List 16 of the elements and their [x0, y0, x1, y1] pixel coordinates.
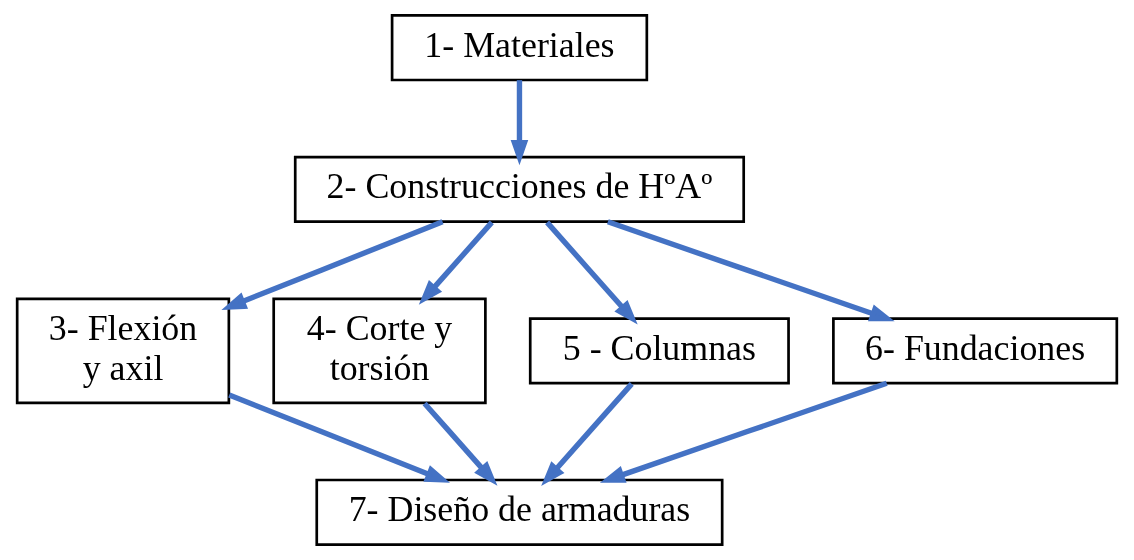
node-box: 2- Construcciones de HºAº: [293, 155, 746, 224]
arrow: [422, 401, 498, 486]
arrow: [599, 380, 888, 483]
node-box: 5 - Columnas: [528, 317, 790, 385]
node-box: 1- Materiales: [390, 14, 649, 82]
node-box: 3- Flexión y axil: [15, 297, 231, 405]
arrow: [418, 220, 494, 305]
arrow: [510, 80, 529, 166]
node-box: 6- Fundaciones: [832, 317, 1119, 385]
arrow: [541, 382, 634, 487]
node-box: 4- Corte y torsión: [272, 297, 487, 405]
node-box: 7- Diseño de armaduras: [315, 478, 724, 546]
arrow: [228, 392, 451, 483]
arrow: [545, 220, 638, 325]
arrow: [221, 219, 444, 310]
arrow: [606, 219, 895, 322]
